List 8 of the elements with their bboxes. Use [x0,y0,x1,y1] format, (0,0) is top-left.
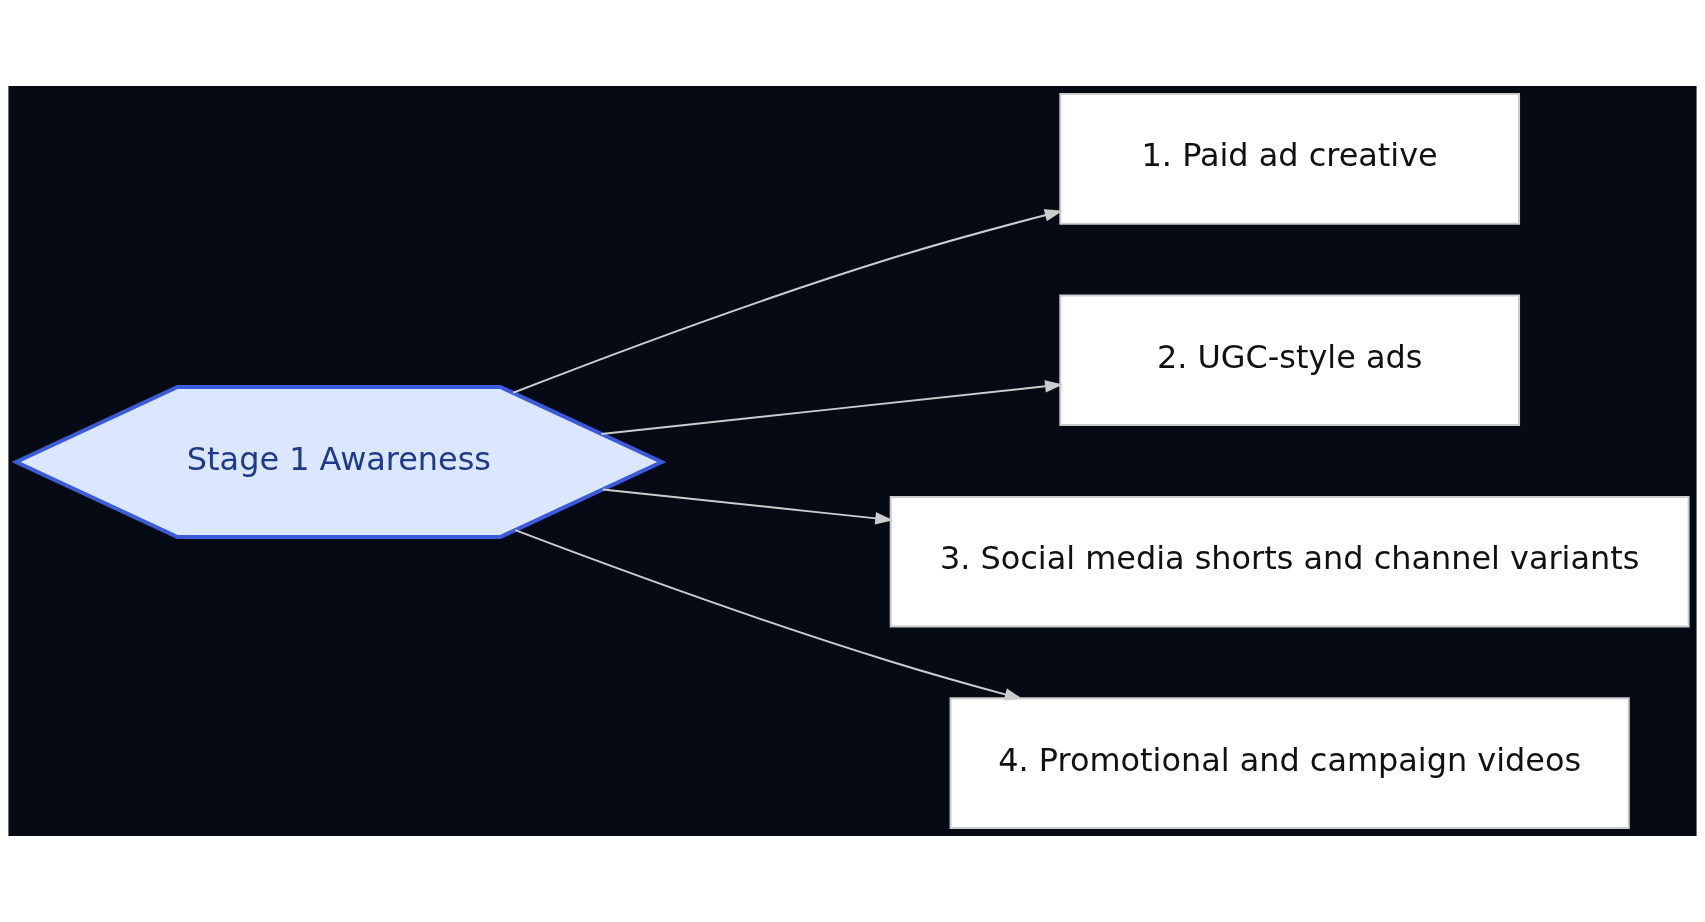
node-box: 1. Paid ad creative [1059,93,1521,225]
arrow [512,209,1063,394]
arrow [514,529,1023,701]
arrow [600,380,1063,435]
node-box: 3. Social media shorts and channel variants [889,495,1690,628]
node-box: 2. UGC-style ads [1059,294,1521,427]
arrow [601,488,894,525]
node-box: 4. Promotional and campaign videos [949,697,1630,829]
